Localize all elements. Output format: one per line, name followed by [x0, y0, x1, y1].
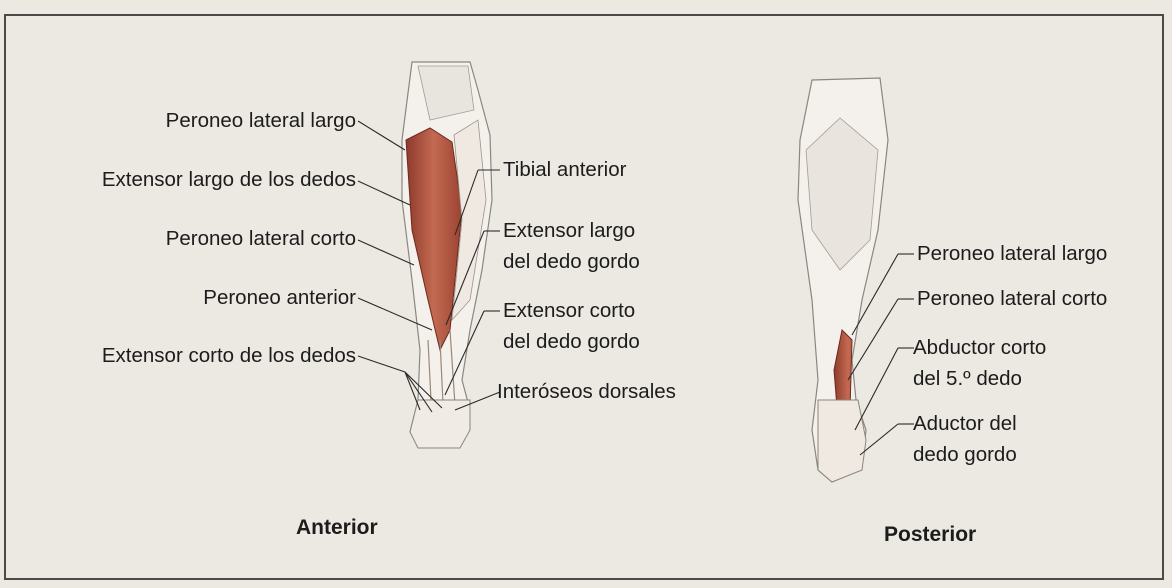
label-line-1: Extensor largo [503, 218, 640, 243]
anterior-view-title: Anterior [296, 515, 378, 540]
label-extensor-corto-del-dedo-gordo: Extensor corto del dedo gordo [503, 298, 640, 354]
label-peroneo-lateral-largo-posterior: Peroneo lateral largo [917, 241, 1107, 266]
label-peroneo-lateral-corto-anterior: Peroneo lateral corto [166, 226, 356, 251]
label-extensor-largo-de-los-dedos: Extensor largo de los dedos [102, 167, 356, 192]
label-line-2: del dedo gordo [503, 329, 640, 354]
label-line-2: del dedo gordo [503, 249, 640, 274]
label-peroneo-lateral-corto-posterior: Peroneo lateral corto [917, 286, 1107, 311]
label-abductor-corto-del-5-dedo: Abductor corto del 5.º dedo [913, 335, 1046, 391]
posterior-leg-drawing [798, 78, 888, 482]
label-peroneo-lateral-largo-anterior: Peroneo lateral largo [166, 108, 356, 133]
label-line-1: Peroneo lateral corto [917, 286, 1107, 311]
label-line-2: del 5.º dedo [913, 366, 1046, 391]
label-line-1: Interóseos dorsales [497, 379, 676, 404]
label-line-1: Peroneo lateral largo [917, 241, 1107, 266]
label-tibial-anterior: Tibial anterior [503, 157, 626, 182]
posterior-foot [818, 400, 866, 482]
label-extensor-corto-de-los-dedos: Extensor corto de los dedos [102, 343, 356, 368]
label-peroneo-anterior: Peroneo anterior [203, 285, 356, 310]
label-line-1: Tibial anterior [503, 157, 626, 182]
label-line-1: Extensor corto [503, 298, 640, 323]
label-line-2: dedo gordo [913, 442, 1017, 467]
label-aductor-del-dedo-gordo: Aductor del dedo gordo [913, 411, 1017, 467]
label-extensor-largo-del-dedo-gordo: Extensor largo del dedo gordo [503, 218, 640, 274]
label-line-1: Aductor del [913, 411, 1017, 436]
posterior-view-title: Posterior [884, 522, 976, 547]
label-line-1: Abductor corto [913, 335, 1046, 360]
label-interoseos-dorsales: Interóseos dorsales [497, 379, 676, 404]
